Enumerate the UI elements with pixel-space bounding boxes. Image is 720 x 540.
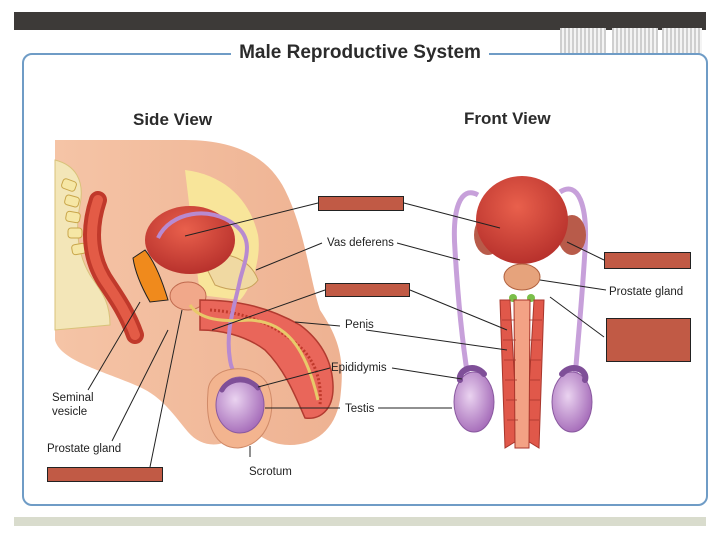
label-testis: Testis [345,403,375,415]
corpus-spongiosum [513,299,531,449]
label-epididymis: Epididymis [331,362,387,374]
label-seminal-vesicle: Seminal vesicle [52,392,94,418]
label-prostate-gland-side: Prostate gland [47,443,122,455]
vas-deferens-left [451,190,480,379]
bottom-bar [14,517,706,526]
label-prostate-gland-front: Prostate gland [609,286,684,298]
epididymis-left [456,365,487,383]
redacted-label-box [606,318,691,362]
diagram-title: Male Reproductive System [0,42,720,64]
seminal-vesicle-highlight [132,249,169,303]
bladder-front [476,176,568,264]
side-view-illustration [54,140,342,449]
prostate-front [503,263,541,291]
label-scrotum: Scrotum [249,466,292,478]
top-bar [14,12,706,30]
vas-deferens-side [156,211,249,387]
label-vas-deferens: Vas deferens [327,237,394,249]
redacted-label-box [325,283,410,297]
epididymis-right [559,365,589,383]
testis-left [453,371,495,433]
urethra-side [188,304,320,401]
testis-side [215,376,265,434]
vas-deferens-right [558,186,589,379]
redacted-label-box [318,196,404,211]
epididymis-side [219,377,261,393]
side-view-heading: Side View [133,110,213,129]
front-view-illustration [451,176,593,449]
front-view-heading: Front View [464,109,551,128]
prostate [169,281,207,311]
redacted-label-box [47,467,163,482]
label-penis: Penis [345,319,374,331]
leader-lines [87,202,607,468]
penis [199,299,334,419]
testis-right [551,371,593,433]
redacted-label-box [604,252,691,269]
